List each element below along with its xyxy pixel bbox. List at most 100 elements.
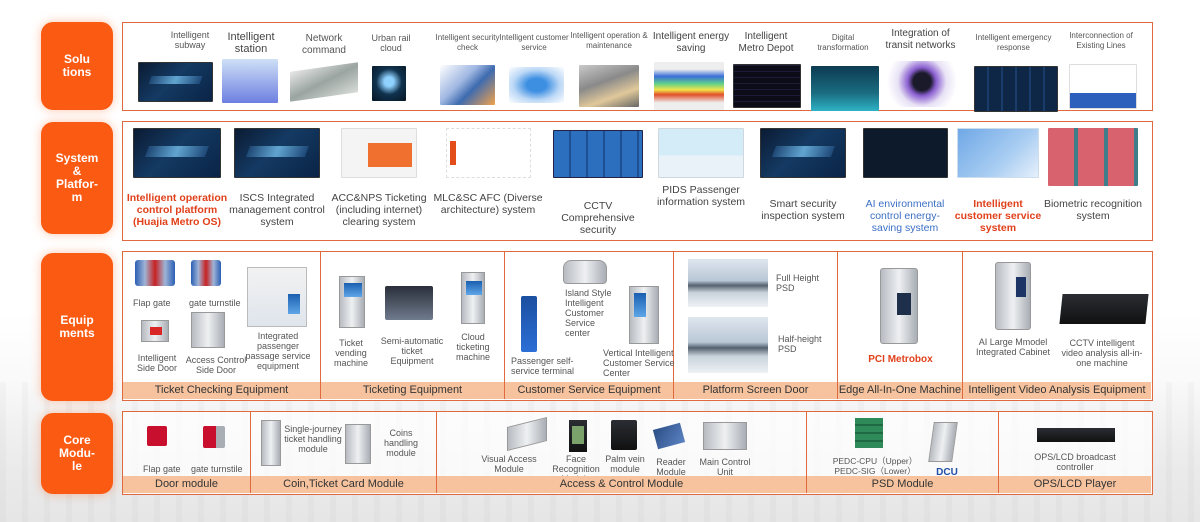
customer-service-illustration [509, 67, 564, 103]
solution-intelligent-metro-depot[interactable]: Intelligent Metro Depot [731, 31, 801, 108]
equipment-label: Vertical Intelligent Customer Service Ce… [603, 348, 675, 378]
solution-intelligent-customer-service[interactable]: Intelligent customer service [499, 33, 569, 103]
system-intelligent-customer-service[interactable]: Intelligent customer service system [953, 128, 1043, 234]
system-label: ISCS Integrated management control syste… [229, 192, 325, 228]
module-label: Visual Access Module [481, 454, 537, 474]
equipments-panel: Flap gate gate turnstile Intelligent Sid… [122, 251, 1153, 401]
full-height-psd-image [688, 259, 768, 307]
interconnection-diagram-image [1069, 64, 1137, 109]
solution-network-command[interactable]: Network command [288, 33, 360, 102]
equipment-label: Semi-automatic ticket Equipment [380, 336, 444, 366]
solution-intelligent-station[interactable]: Intelligent station [220, 31, 282, 103]
module-label: Flap gate [143, 464, 181, 474]
orange-block-region [368, 143, 412, 167]
flap-gate-module-image [147, 426, 167, 446]
group-footer: Coin,Ticket Card Module [251, 476, 436, 493]
ai-cabinet-image [995, 262, 1031, 330]
module-label: gate turnstile [191, 464, 243, 474]
system-intelligent-operation-platform[interactable]: Intelligent operation control platform (… [123, 128, 231, 228]
solution-intelligent-om[interactable]: Intelligent operation & maintenance [565, 31, 653, 107]
system-ai-environmental-control[interactable]: AI environmental control energy-saving s… [855, 128, 955, 234]
equipment-label: Access Control Side Door [185, 355, 247, 375]
ops-lcd-controller-image [1037, 428, 1115, 442]
system-label: Biometric recognition system [1043, 198, 1143, 222]
system-label: AI environmental control energy-saving s… [865, 198, 945, 234]
iscs-screenshot [234, 128, 320, 178]
solution-urban-rail-cloud[interactable]: Urban rail cloud [366, 33, 416, 101]
group-coin-ticket-card: Single-journey ticket handling module Co… [251, 412, 437, 493]
system-label: MLC&SC AFC (Diverse architecture) system [433, 192, 543, 216]
system-cctv[interactable]: CCTV Comprehensive security [548, 130, 648, 236]
system-label: Intelligent operation control platform (… [126, 192, 228, 228]
system-smart-security-inspection[interactable]: Smart security inspection system [753, 128, 853, 222]
system-label: CCTV Comprehensive security [561, 200, 635, 236]
solution-label: Network command [302, 33, 346, 56]
system-mlc-sc[interactable]: MLC&SC AFC (Diverse architecture) system [433, 128, 543, 216]
face-recognition-module-image [569, 420, 587, 452]
module-label: Palm vein module [605, 454, 645, 474]
system-acc-nps[interactable]: ACC&NPS Ticketing (including internet) c… [327, 128, 431, 228]
solution-label: Intelligent customer service [499, 33, 569, 52]
solution-intelligent-energy-saving[interactable]: Intelligent energy saving [650, 31, 732, 110]
row-tag-equipments: Equip ments [41, 253, 113, 401]
security-inspection-screenshot [760, 128, 846, 178]
network-illustration [290, 62, 358, 102]
solution-transit-network-integration[interactable]: Integration of transit networks [883, 28, 958, 107]
security-illustration [440, 65, 495, 105]
red-bar [449, 141, 456, 165]
self-service-terminal-image [521, 296, 537, 352]
solution-intelligent-security-check[interactable]: Intelligent security check [430, 33, 505, 105]
island-service-center-image [563, 260, 607, 284]
equipment-label: Full Height PSD [776, 273, 820, 293]
pedc-board-image [855, 418, 883, 448]
equipment-label: Half-height PSD [778, 334, 822, 354]
system-platform-panel: Intelligent operation control platform (… [122, 121, 1153, 241]
group-customer-service: Passenger self-service terminal Island S… [505, 252, 675, 399]
system-pids[interactable]: PIDS Passenger information system [651, 128, 751, 208]
station-illustration [222, 59, 278, 103]
equipment-label: Island Style Intelligent Customer Servic… [565, 288, 612, 338]
half-height-psd-image [688, 317, 768, 373]
side-door-image [141, 320, 169, 342]
equipment-label: Intelligent Side Door [136, 353, 178, 373]
group-footer: Ticketing Equipment [321, 382, 504, 399]
group-ticket-checking: Flap gate gate turnstile Intelligent Sid… [123, 252, 321, 399]
equipment-label: Cloud ticketing machine [455, 332, 491, 362]
pci-metrobox-image [880, 268, 918, 344]
row-tag-solutions: Solu tions [41, 22, 113, 110]
solution-label: Intelligent station [227, 31, 275, 55]
gate-turnstile-image [191, 260, 221, 286]
palm-vein-module-image [611, 420, 637, 450]
solution-label: Intelligent security check [435, 33, 500, 52]
group-door-module: Flap gate gate turnstile Door module [123, 412, 251, 493]
emergency-dashboard-image [974, 66, 1058, 112]
subway-dashboard-image [138, 62, 213, 102]
solution-label: Intelligent subway [170, 30, 210, 50]
solution-intelligent-emergency-response[interactable]: Intelligent emergency response [971, 33, 1058, 112]
solution-label: Intelligent Metro Depot [738, 31, 794, 54]
group-footer: Edge All-In-One Machine [838, 382, 962, 399]
biometric-diagram [1048, 128, 1138, 186]
module-label: OPS/LCD broadcast controller [1034, 452, 1116, 472]
group-edge-all-in-one: PCI Metrobox Edge All-In-One Machine [838, 252, 963, 399]
solution-label: Urban rail cloud [371, 33, 411, 53]
visual-access-module-image [507, 417, 547, 451]
system-biometric-recognition[interactable]: Biometric recognition system [1043, 128, 1143, 222]
solution-existing-lines-interconnection[interactable]: Interconnection of Existing Lines [1061, 31, 1141, 109]
solution-digital-transformation[interactable]: Digital transformation [808, 33, 879, 111]
energy-heatmap-image [654, 62, 724, 110]
system-iscs[interactable]: ISCS Integrated management control syste… [227, 128, 327, 228]
equipment-label: CCTV intelligent video analysis all-in-o… [1061, 338, 1143, 368]
coins-module-image [345, 424, 371, 464]
system-label: Smart security inspection system [761, 198, 845, 222]
solution-label: Interconnection of Existing Lines [1069, 31, 1133, 50]
cctv-analysis-machine-image [1059, 294, 1149, 324]
core-module-panel: Flap gate gate turnstile Door module Sin… [122, 411, 1153, 495]
group-ticketing: Ticket vending machine Semi-automatic ti… [321, 252, 505, 399]
system-label: Intelligent customer service system [954, 198, 1042, 234]
group-footer: Intelligent Video Analysis Equipment [963, 382, 1151, 399]
pids-screenshot [658, 128, 744, 178]
solution-intelligent-subway[interactable]: Intelligent subway [138, 30, 235, 102]
system-label: ACC&NPS Ticketing (including internet) c… [331, 192, 427, 228]
solution-label: Intelligent energy saving [652, 31, 730, 54]
